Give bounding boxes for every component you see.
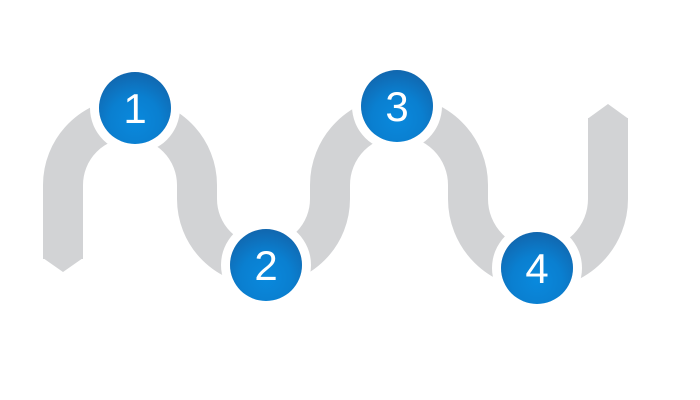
step-marker-1: 1: [99, 72, 171, 144]
path-start-down-tip: [43, 258, 83, 272]
step-marker-2: 2: [230, 229, 302, 301]
step-number-2: 2: [254, 241, 278, 289]
step-number-4: 4: [525, 244, 549, 292]
step-number-3: 3: [385, 82, 409, 130]
step-marker-3: 3: [361, 70, 433, 142]
step-marker-4: 4: [501, 232, 573, 304]
step-number-1: 1: [123, 84, 147, 132]
path-end-up-tip: [588, 104, 628, 119]
